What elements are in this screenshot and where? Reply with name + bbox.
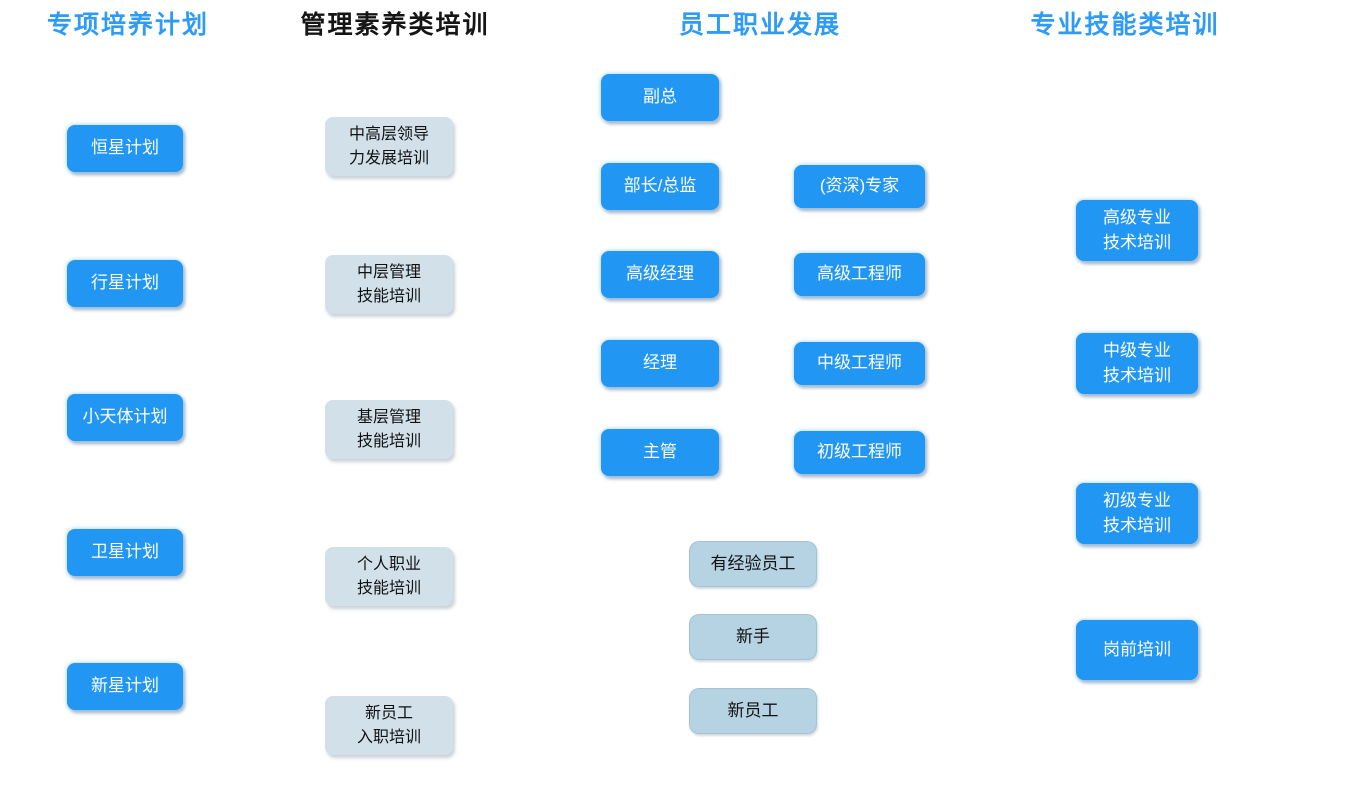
node-senior-leadership-training: 中高层领导 力发展培训 [325, 117, 453, 176]
node-nova-plan: 新星计划 [67, 663, 183, 710]
node-personal-career-skill-training: 个人职业 技能培训 [325, 547, 453, 606]
node-role-senior-expert: (资深)专家 [794, 165, 925, 208]
node-level-new-employee: 新员工 [689, 688, 817, 734]
node-role-junior-engineer: 初级工程师 [794, 431, 925, 474]
node-role-director: 部长/总监 [601, 163, 719, 210]
node-junior-tech-training: 初级专业 技术培训 [1076, 483, 1198, 544]
node-pre-job-training: 岗前培训 [1076, 620, 1198, 680]
node-mid-tech-training: 中级专业 技术培训 [1076, 333, 1198, 394]
node-level-novice: 新手 [689, 614, 817, 660]
node-role-vice-president: 副总 [601, 74, 719, 121]
node-minor-body-plan: 小天体计划 [67, 394, 183, 441]
column-header-career-development: 员工职业发展 [678, 11, 841, 39]
node-level-experienced-employee: 有经验员工 [689, 541, 817, 587]
node-star-plan: 恒星计划 [67, 125, 183, 172]
column-header-special-programs: 专项培养计划 [46, 11, 209, 39]
column-header-skill-training: 专业技能类培训 [1030, 11, 1220, 39]
node-role-mid-engineer: 中级工程师 [794, 342, 925, 385]
node-frontline-mgmt-skill-training: 基层管理 技能培训 [325, 400, 453, 459]
column-header-management-training: 管理素养类培训 [300, 11, 490, 39]
node-role-supervisor: 主管 [601, 429, 719, 476]
node-satellite-plan: 卫星计划 [67, 529, 183, 576]
node-senior-tech-training: 高级专业 技术培训 [1076, 200, 1198, 261]
node-role-manager: 经理 [601, 340, 719, 387]
node-planet-plan: 行星计划 [67, 260, 183, 307]
node-role-senior-manager: 高级经理 [601, 251, 719, 298]
node-role-senior-engineer: 高级工程师 [794, 253, 925, 296]
node-middle-mgmt-skill-training: 中层管理 技能培训 [325, 255, 453, 314]
node-new-hire-onboarding-training: 新员工 入职培训 [325, 696, 453, 755]
